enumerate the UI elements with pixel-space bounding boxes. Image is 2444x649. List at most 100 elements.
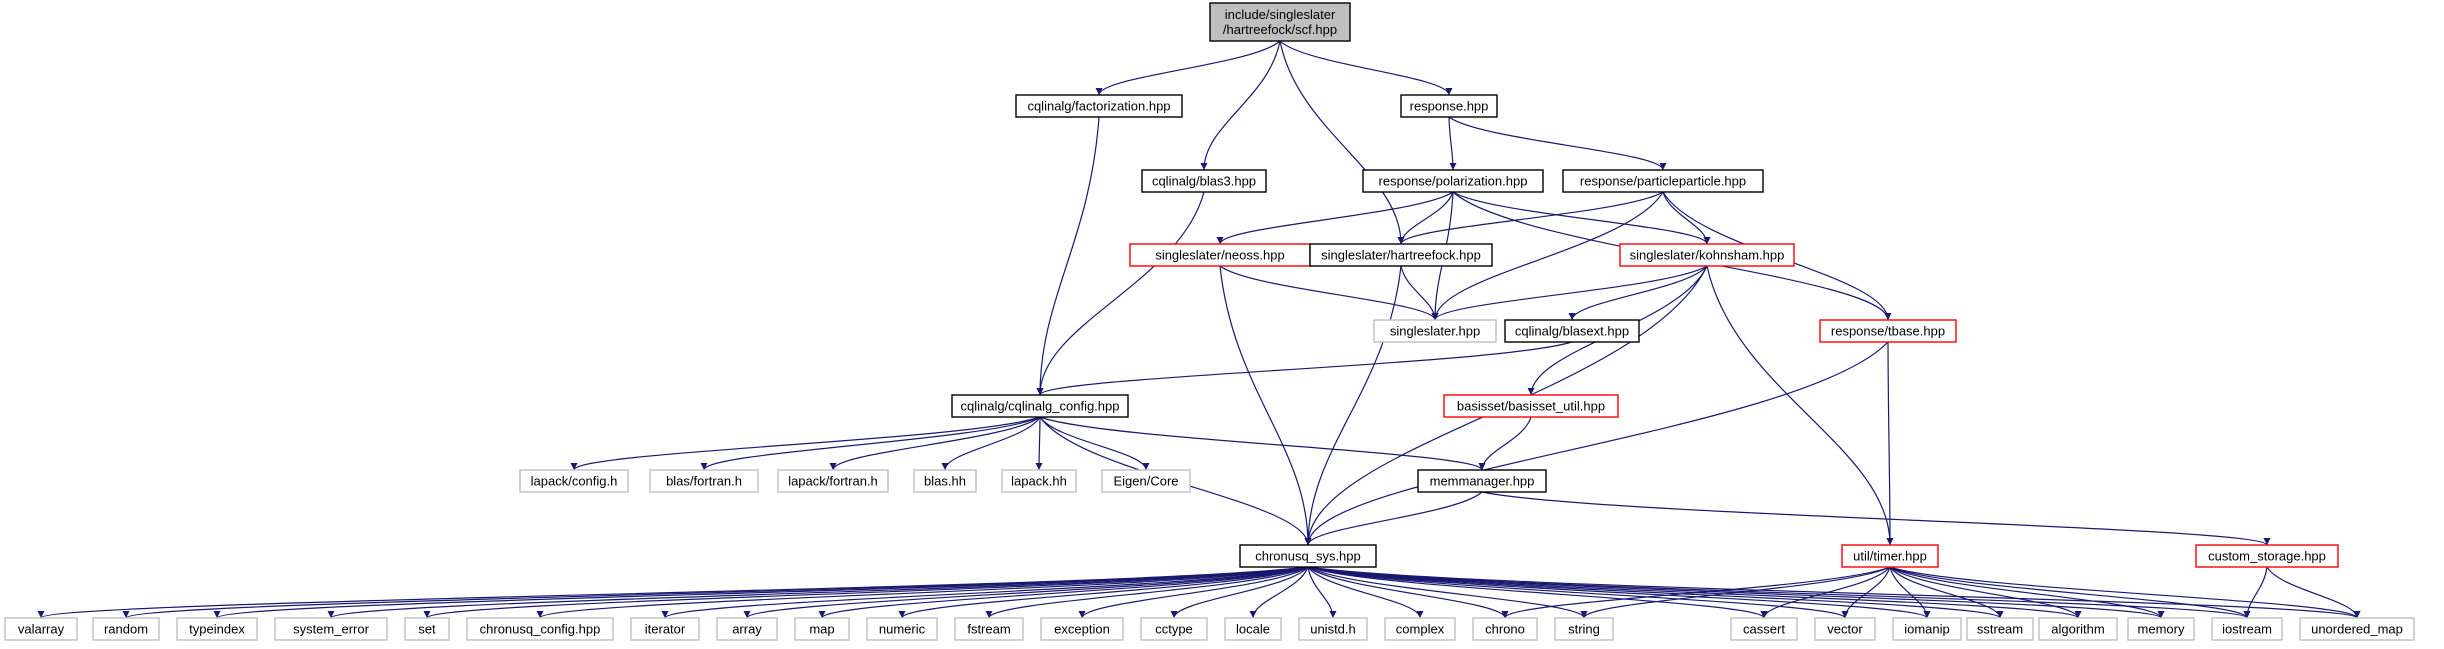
- edge-cfg-to-blashh: [941, 416, 1041, 471]
- node-label: cqlinalg/blasext.hpp: [1515, 324, 1629, 339]
- node-chcfg: chronusq_config.hpp: [466, 617, 614, 641]
- node-locale: locale: [1224, 617, 1282, 641]
- node-label: numeric: [879, 622, 926, 637]
- node-scf[interactable]: include/singleslater/hartreefock/scf.hpp: [1209, 2, 1351, 42]
- node-syserr: system_error: [274, 617, 388, 641]
- node-box: [176, 617, 258, 641]
- edge-sys-to-map: [818, 566, 1309, 619]
- node-box: [2127, 617, 2195, 641]
- edge-timer-to-memory: [1889, 566, 2165, 619]
- node-label: util/timer.hpp: [1853, 549, 1927, 564]
- node-box: [2211, 617, 2283, 641]
- edge-sys-to-iomanip: [1307, 566, 1931, 619]
- node-box: [1015, 94, 1183, 118]
- edge-neoss-to-sys: [1219, 265, 1312, 546]
- node-sstream: sstream: [1966, 617, 2034, 641]
- edge-timer-to-umap: [1889, 566, 2361, 619]
- node-box: [1400, 94, 1498, 118]
- edge-cfg-to-lapf: [829, 416, 1041, 471]
- node-polar[interactable]: response/polarization.hpp: [1362, 169, 1544, 193]
- node-laphh: lapack.hh: [1001, 469, 1077, 493]
- edge-timer-to-string: [1580, 566, 1891, 619]
- node-label: cassert: [1743, 622, 1785, 637]
- node-label: typeindex: [189, 622, 245, 637]
- edge-sys-to-string: [1307, 566, 1588, 619]
- node-label: singleslater/kohnsham.hpp: [1630, 248, 1785, 263]
- edge-cfg-to-memm: [1039, 416, 1486, 471]
- node-label: memmanager.hpp: [1430, 474, 1535, 489]
- node-custom[interactable]: custom_storage.hpp: [2195, 544, 2339, 568]
- edge-sys-to-umap: [1307, 566, 2361, 619]
- node-label: unistd.h: [1310, 622, 1356, 637]
- node-blasext[interactable]: cqlinalg/blasext.hpp: [1504, 319, 1640, 343]
- node-label: chrono: [1485, 622, 1525, 637]
- node-label: chronusq_sys.hpp: [1255, 549, 1361, 564]
- edge-ks-to-ss: [1431, 265, 1708, 321]
- node-random: random: [92, 617, 160, 641]
- node-label: system_error: [293, 622, 370, 637]
- node-iomanip: iomanip: [1892, 617, 1962, 641]
- node-label: response/particleparticle.hpp: [1580, 174, 1746, 189]
- node-box: [951, 394, 1129, 418]
- node-cfg[interactable]: cqlinalg/cqlinalg_config.hpp: [951, 394, 1129, 418]
- edge-fact-to-cfg: [1036, 116, 1100, 396]
- node-box: [404, 617, 450, 641]
- edge-bsutil-to-memm: [1478, 416, 1532, 471]
- edge-sys-to-chcfg: [536, 566, 1309, 619]
- node-box: [1504, 319, 1640, 343]
- node-array: array: [716, 617, 778, 641]
- edge-scf-to-hf: [1279, 40, 1405, 245]
- node-pp[interactable]: response/particleparticle.hpp: [1562, 169, 1764, 193]
- node-ks[interactable]: singleslater/kohnsham.hpp: [1619, 243, 1795, 267]
- node-box: [1373, 319, 1497, 343]
- node-neoss[interactable]: singleslater/neoss.hpp: [1129, 243, 1311, 267]
- edge-sys-to-syserr: [327, 566, 1309, 619]
- node-box: [274, 617, 388, 641]
- node-timer[interactable]: util/timer.hpp: [1841, 544, 1939, 568]
- edge-polar-to-hf: [1397, 191, 1454, 245]
- node-box: [1384, 617, 1456, 641]
- node-valarray: valarray: [4, 617, 78, 641]
- edge-blasext-to-cfg: [1036, 341, 1573, 396]
- node-memm[interactable]: memmanager.hpp: [1417, 469, 1547, 493]
- edge-pp-to-ss: [1431, 191, 1664, 321]
- node-unistd: unistd.h: [1298, 617, 1368, 641]
- node-label: exception: [1054, 622, 1110, 637]
- edge-polar-to-ks: [1452, 191, 1711, 245]
- edges-layer: [37, 40, 2361, 619]
- node-box: [1417, 469, 1547, 493]
- node-box: [1362, 169, 1544, 193]
- edge-pp-to-ks: [1662, 191, 1711, 245]
- node-label: array: [732, 622, 762, 637]
- edge-custom-to-umap: [2266, 566, 2361, 619]
- node-hf[interactable]: singleslater/hartreefock.hpp: [1309, 243, 1493, 267]
- node-label: random: [104, 622, 148, 637]
- edge-sys-to-complex: [1307, 566, 1424, 619]
- node-fact[interactable]: cqlinalg/factorization.hpp: [1015, 94, 1183, 118]
- node-label: chronusq_config.hpp: [480, 622, 601, 637]
- node-lapcfg: lapack/config.h: [519, 469, 629, 493]
- node-label: cqlinalg/cqlinalg_config.hpp: [960, 399, 1119, 414]
- node-tbase[interactable]: response/tbase.hpp: [1819, 319, 1957, 343]
- edge-cfg-to-lapcfg: [570, 416, 1041, 471]
- node-label: iostream: [2222, 622, 2272, 637]
- node-bsutil[interactable]: basisset/basisset_util.hpp: [1443, 394, 1619, 418]
- node-response[interactable]: response.hpp: [1400, 94, 1498, 118]
- edge-sys-to-set: [423, 566, 1309, 619]
- node-box: [649, 469, 759, 493]
- edge-polar-to-neoss: [1216, 191, 1454, 245]
- node-blasf: blas/fortran.h: [649, 469, 759, 493]
- node-sys[interactable]: chronusq_sys.hpp: [1239, 544, 1377, 568]
- node-blas3[interactable]: cqlinalg/blas3.hpp: [1141, 169, 1267, 193]
- node-label: map: [809, 622, 834, 637]
- node-string: string: [1554, 617, 1614, 641]
- nodes-layer: include/singleslater/hartreefock/scf.hpp…: [4, 2, 2415, 641]
- node-blashh: blas.hh: [913, 469, 977, 493]
- node-label: custom_storage.hpp: [2208, 549, 2326, 564]
- node-typeindex: typeindex: [176, 617, 258, 641]
- node-label: set: [418, 622, 436, 637]
- node-cassert: cassert: [1730, 617, 1798, 641]
- node-box: [1040, 617, 1124, 641]
- edge-memm-to-sys: [1304, 491, 1483, 546]
- node-map: map: [794, 617, 850, 641]
